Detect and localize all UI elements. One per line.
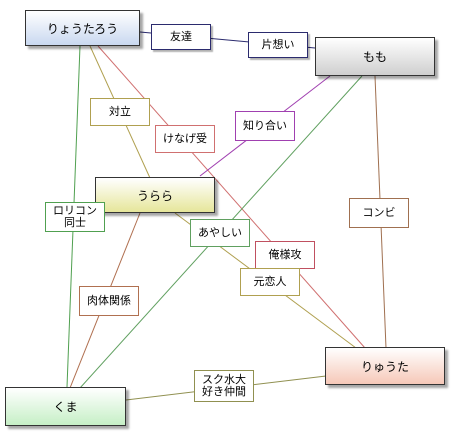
label-kombi[interactable]: コンビ xyxy=(349,198,409,228)
label-sukumizu-text: スク水大好き仲間 xyxy=(202,373,246,398)
label-motokoibito[interactable]: 元恋人 xyxy=(240,268,300,296)
label-kataomoi-text: 片想い xyxy=(261,38,295,51)
label-kombi-text: コンビ xyxy=(362,206,396,219)
edge-ryoutarou-ryuuta xyxy=(97,45,366,349)
label-kenagezeme[interactable]: けなげ受 xyxy=(155,125,215,153)
label-shiriai[interactable]: 知り合い xyxy=(235,111,295,141)
label-rorikon[interactable]: ロリコン同士 xyxy=(45,202,105,232)
label-shiriai-text: 知り合い xyxy=(243,119,287,132)
label-sukumizu[interactable]: スク水大好き仲間 xyxy=(194,370,254,402)
label-kenagezeme-text: けなげ受 xyxy=(163,132,207,145)
node-ryoutarou[interactable]: りょうたろう xyxy=(25,10,140,46)
label-tomodachi-text: 友達 xyxy=(170,30,192,43)
label-tairitsu-text: 対立 xyxy=(109,105,131,118)
node-ryoutarou-label: りょうたろう xyxy=(46,21,119,36)
label-oresama-text: 俺様攻 xyxy=(268,248,302,261)
node-kuma[interactable]: くま xyxy=(5,387,126,426)
label-rorikon-text: ロリコン同士 xyxy=(53,204,97,229)
node-kuma-label: くま xyxy=(53,400,78,414)
label-ayashii[interactable]: あやしい xyxy=(190,219,250,247)
node-ryuuta-label: りゅうた xyxy=(360,359,409,374)
node-momo-label: もも xyxy=(362,50,387,64)
node-urara-label: うらら xyxy=(136,188,173,203)
label-motokoibito-text: 元恋人 xyxy=(253,275,287,288)
label-tairitsu[interactable]: 対立 xyxy=(90,98,150,126)
label-oresama[interactable]: 俺様攻 xyxy=(255,241,315,269)
node-momo[interactable]: もも xyxy=(315,37,435,76)
node-ryuuta[interactable]: りゅうた xyxy=(325,347,445,385)
label-ayashii-text: あやしい xyxy=(198,226,242,239)
label-nikutai[interactable]: 肉体関係 xyxy=(79,286,139,316)
label-tomodachi[interactable]: 友達 xyxy=(151,24,211,50)
label-kataomoi[interactable]: 片想い xyxy=(248,32,308,58)
label-nikutai-text: 肉体関係 xyxy=(87,294,131,307)
node-urara[interactable]: うらら xyxy=(95,177,215,213)
